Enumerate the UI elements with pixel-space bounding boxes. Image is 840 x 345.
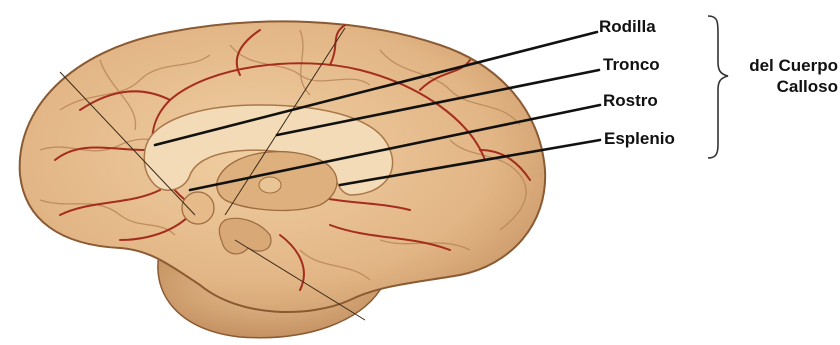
label-rodilla: Rodilla — [599, 18, 656, 35]
anterior-commissure — [182, 192, 214, 224]
label-rostro: Rostro — [603, 92, 658, 109]
group-label-line1: del Cuerpo — [749, 55, 838, 76]
interthalamic-adhesion — [259, 177, 281, 193]
group-label-line2: Calloso — [749, 76, 838, 97]
label-tronco: Tronco — [603, 56, 660, 73]
group-label: del Cuerpo Calloso — [749, 55, 838, 98]
curly-bracket — [708, 16, 728, 158]
label-esplenio: Esplenio — [604, 130, 675, 147]
